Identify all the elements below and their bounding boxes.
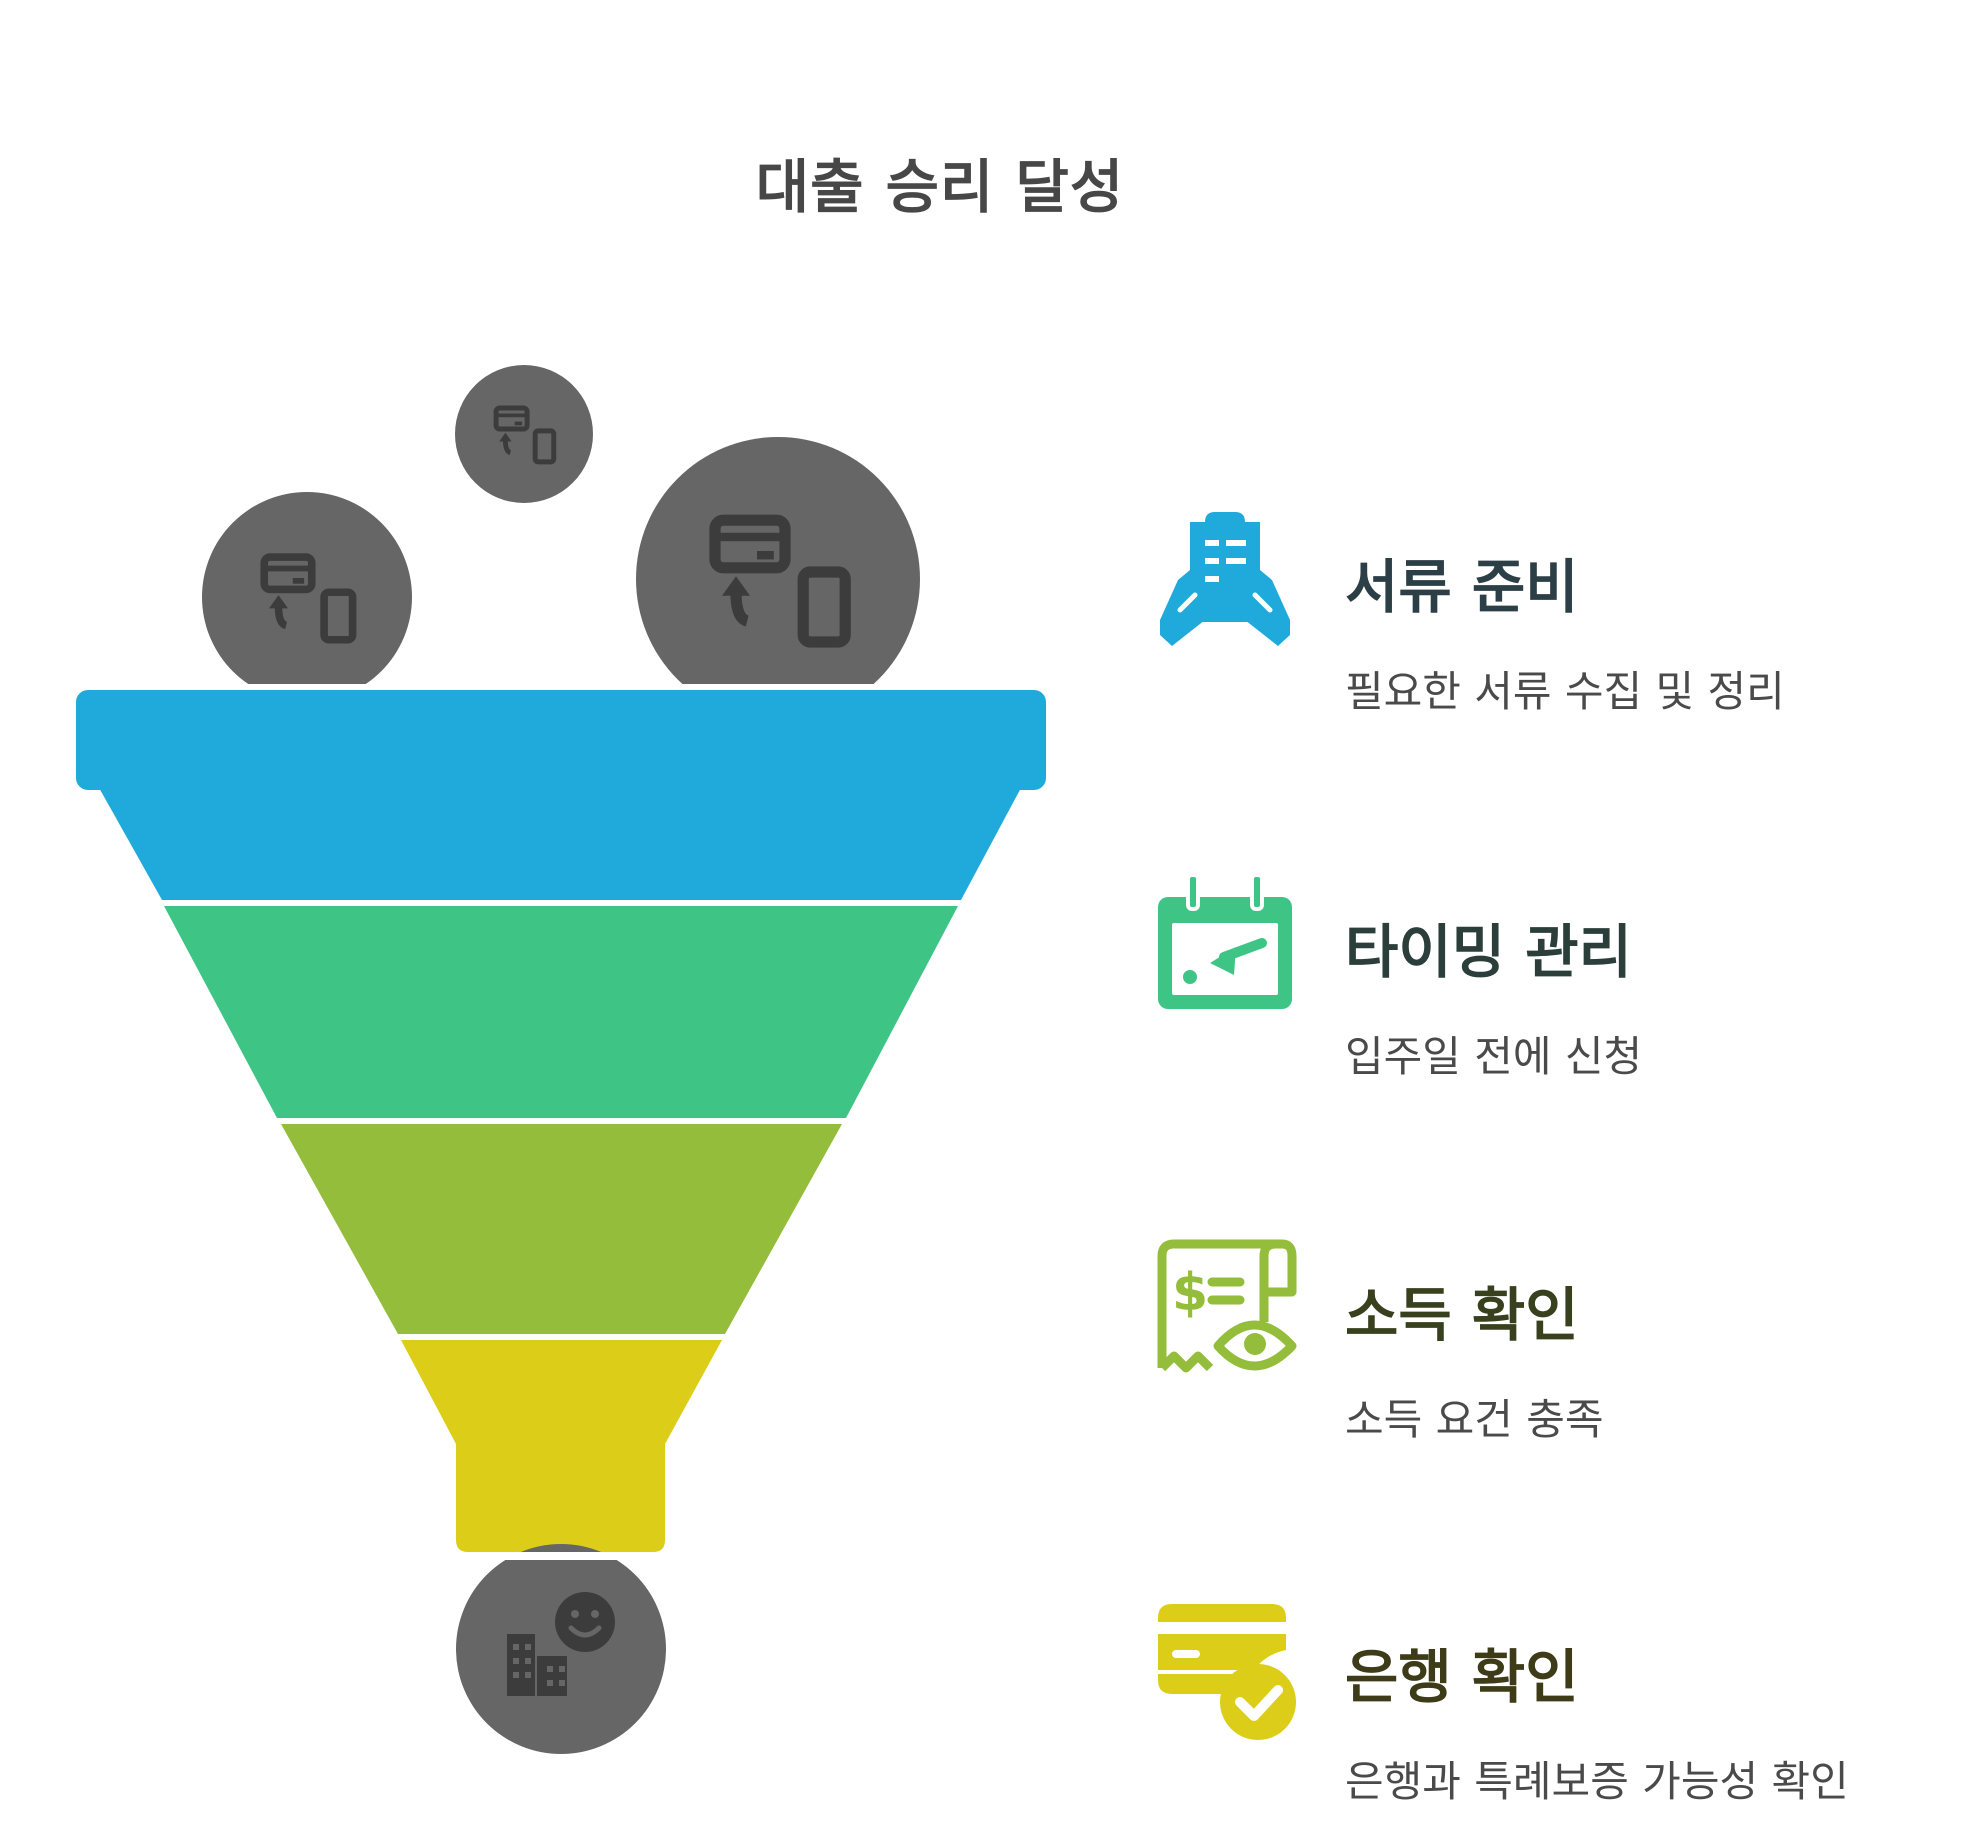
input-circle-medium	[202, 492, 412, 702]
step-title: 서류 준비	[1345, 553, 1579, 621]
card-check-icon	[1158, 1604, 1296, 1740]
step-document-prep: 서류 준비 필요한 서류 수집 및 정리	[1150, 510, 1950, 716]
input-circle-small	[455, 365, 593, 503]
input-circle-large	[636, 437, 920, 721]
funnel-rim	[76, 690, 1046, 790]
funnel-stage-3	[281, 1124, 842, 1334]
step-description: 입주일 전에 신청	[1345, 1032, 1643, 1081]
svg-text:$: $	[1172, 1263, 1208, 1323]
step-timing: 타이밍 관리 입주일 전에 신청	[1150, 875, 1950, 1081]
step-title: 타이밍 관리	[1345, 918, 1632, 986]
document-hands-icon	[1160, 512, 1290, 646]
card-to-phone-icon	[260, 553, 357, 644]
funnel-stage-1	[98, 786, 1022, 900]
output-circle	[440, 1544, 690, 1754]
step-title: 은행 확인	[1345, 1643, 1579, 1711]
card-to-phone-icon	[709, 514, 851, 648]
step-income: $ 소득 확인 소득 요건 충족	[1150, 1238, 1950, 1444]
building-smile-icon	[507, 1592, 615, 1696]
funnel-stage-4	[401, 1340, 722, 1552]
step-description: 은행과 특례보증 가능성 확인	[1345, 1757, 1849, 1806]
step-description: 소득 요건 충족	[1345, 1395, 1604, 1444]
card-to-phone-icon	[493, 405, 557, 465]
receipt-eye-icon: $	[1157, 1239, 1297, 1373]
diagram-title: 대출 승리 달성	[755, 153, 1125, 221]
step-description: 필요한 서류 수집 및 정리	[1345, 667, 1785, 716]
step-bank: 은행 확인 은행과 특례보증 가능성 확인	[1150, 1600, 1950, 1806]
step-title: 소득 확인	[1345, 1281, 1579, 1349]
funnel-stage-2	[164, 906, 958, 1118]
calendar-arrow-icon	[1158, 875, 1292, 1009]
